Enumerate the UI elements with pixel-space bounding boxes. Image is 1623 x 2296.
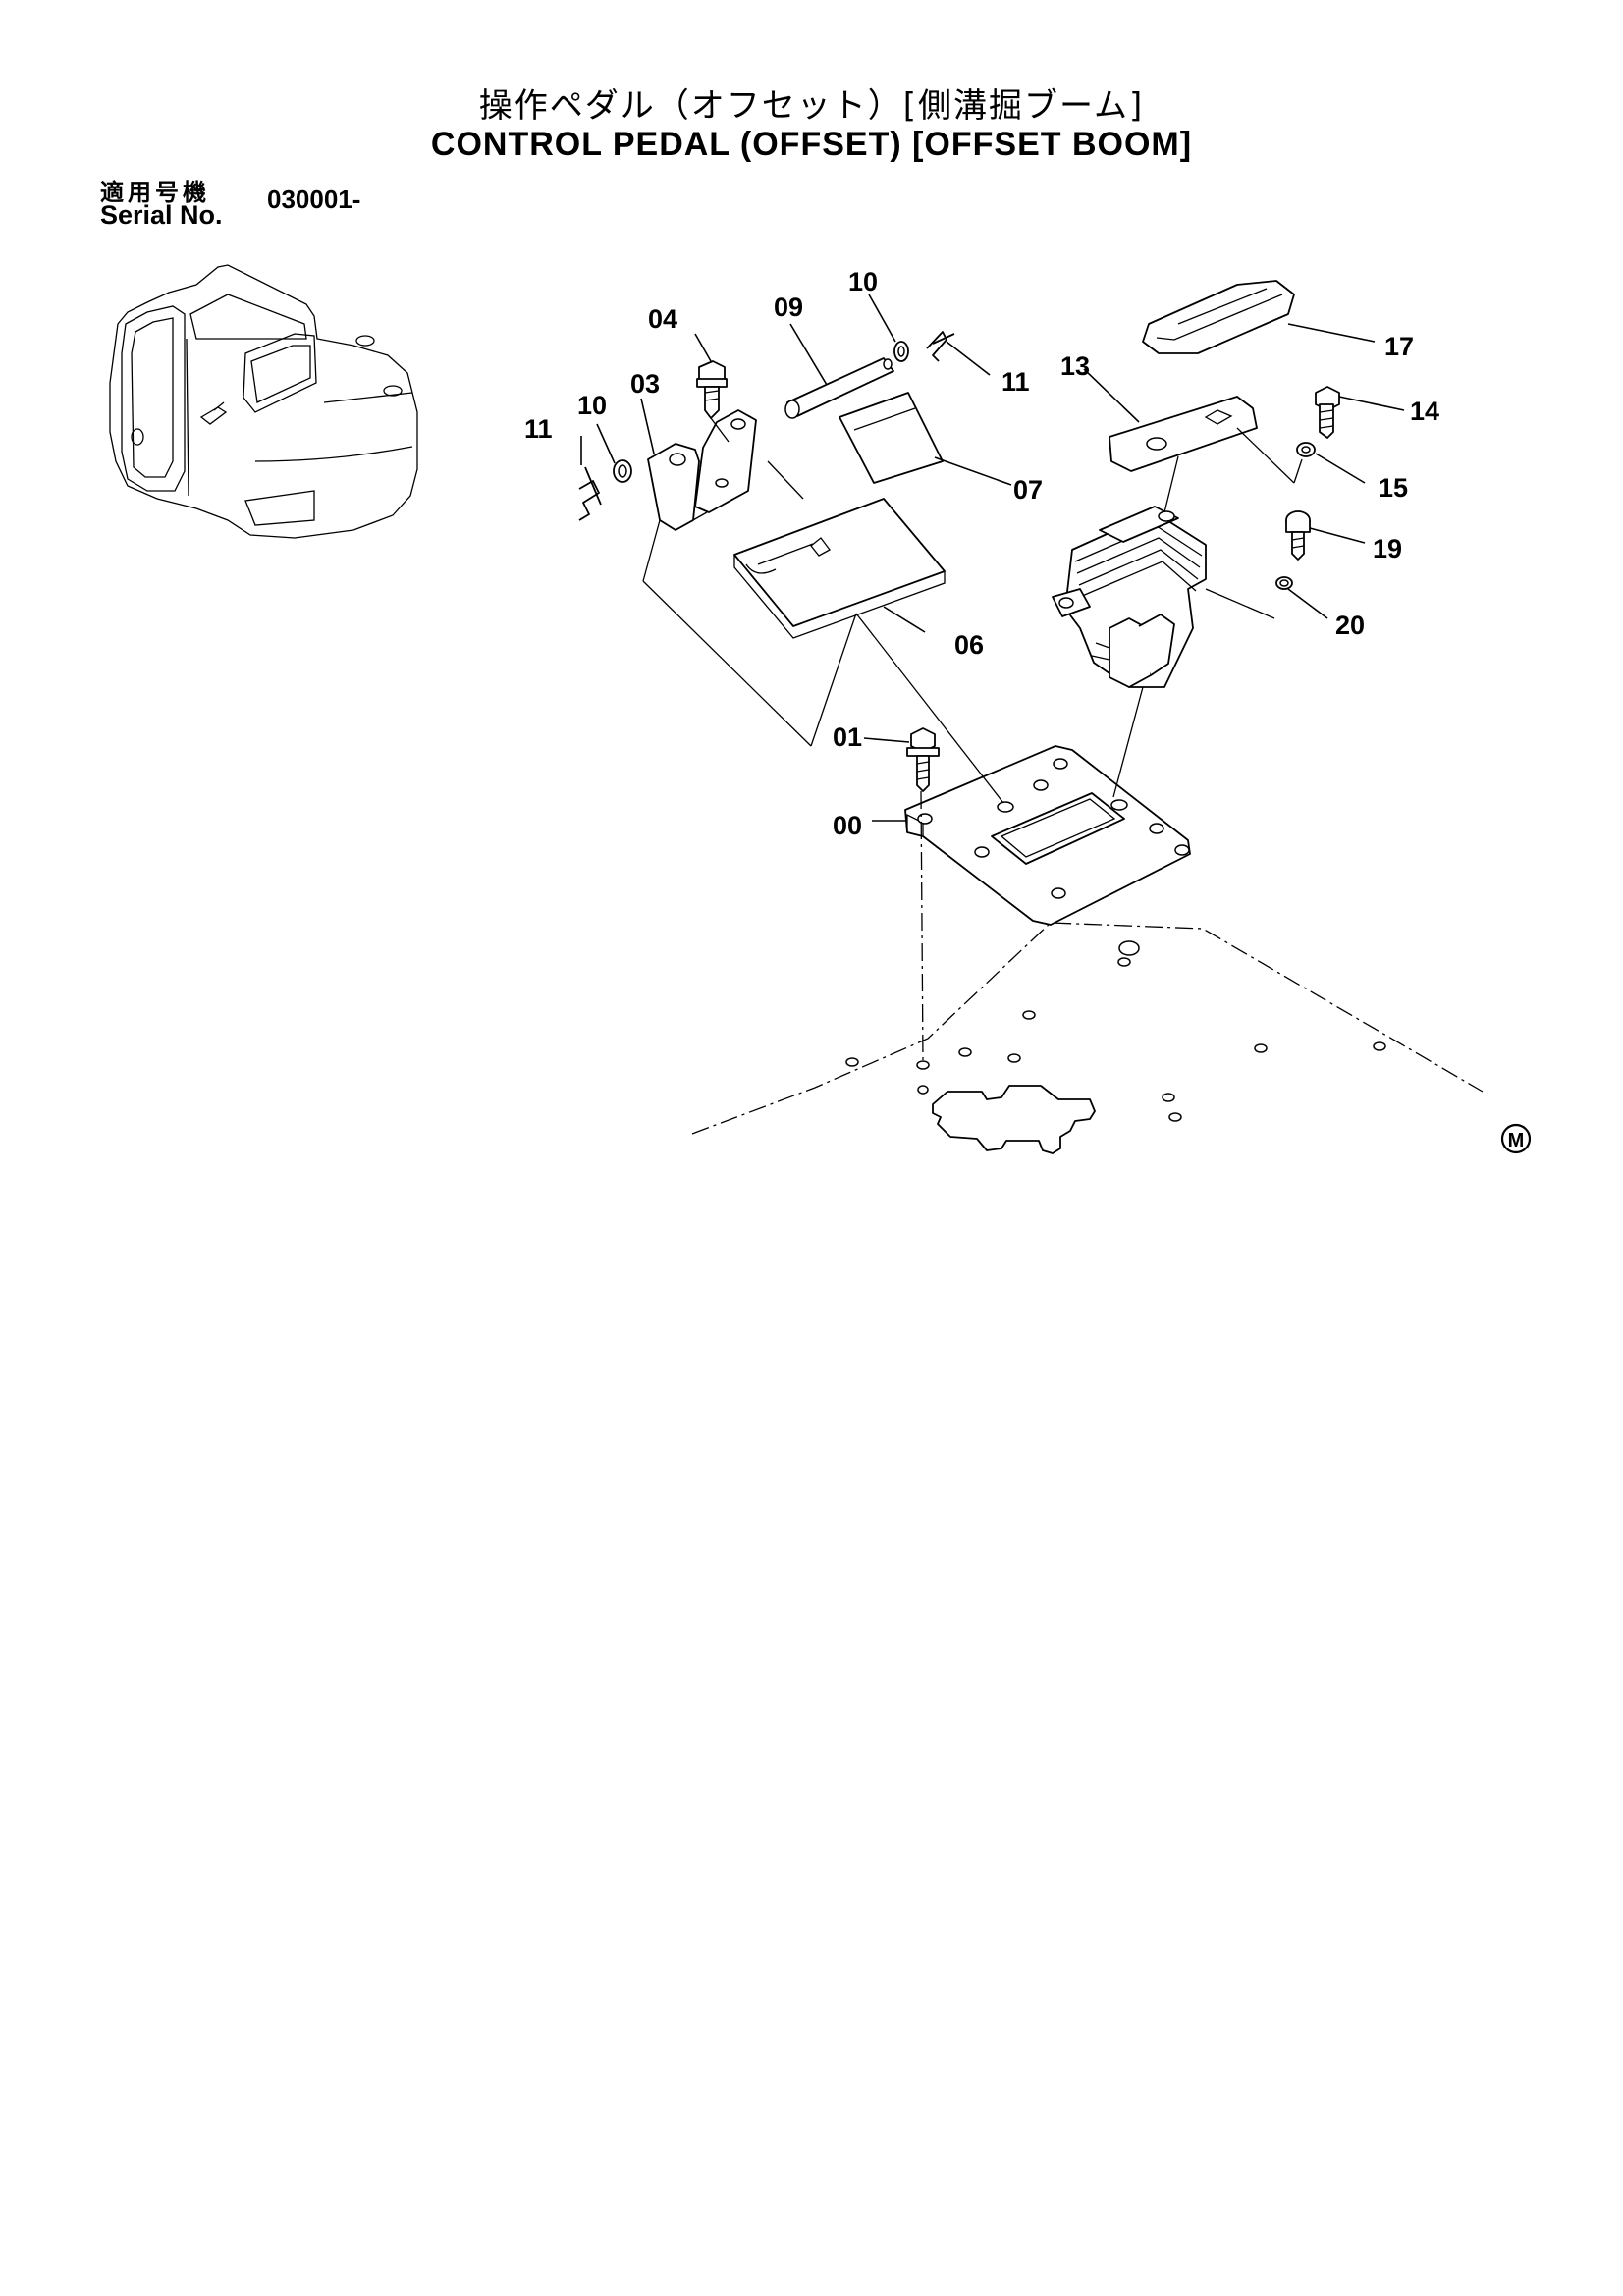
callout-10-left: 10 (577, 391, 607, 420)
callout-10-top: 10 (848, 267, 878, 296)
bolt-part-19 (1285, 510, 1311, 561)
callout-11-right: 11 (1001, 367, 1030, 397)
bolt-part-04 (696, 360, 728, 419)
washer-part-20-hole (1279, 579, 1289, 587)
callout-04: 04 (648, 304, 677, 334)
callout-03: 03 (630, 369, 660, 399)
callout-06: 06 (954, 630, 984, 660)
base-plate-part-00 (904, 745, 1191, 926)
callout-07: 07 (1013, 475, 1043, 505)
circled-m-mark: M (1500, 1123, 1532, 1154)
bolt-part-14 (1315, 386, 1340, 439)
leader-lines (580, 294, 1405, 1061)
callout-14: 14 (1410, 397, 1439, 426)
serial-number-value: 030001- (267, 185, 361, 214)
excavator-thumbnail (109, 264, 418, 539)
bolt-part-01 (906, 727, 940, 792)
circled-m-label: M (1508, 1130, 1525, 1151)
callout-17: 17 (1384, 332, 1414, 361)
callout-09: 09 (774, 293, 803, 322)
snap-pin-part-11-left (578, 466, 602, 521)
callout-11-left: 11 (524, 414, 553, 444)
callout-00: 00 (833, 811, 862, 840)
bracket-part-03 (647, 409, 757, 531)
pin-part-09 (784, 357, 894, 419)
callout-19: 19 (1373, 534, 1402, 563)
floor-plate-outline (691, 922, 1484, 1154)
callout-20: 20 (1335, 611, 1365, 640)
plate-part-13 (1109, 396, 1258, 472)
washer-part-10-top-hole (897, 346, 905, 357)
title-japanese: 操作ペダル（オフセット）[側溝掘ブーム] (478, 86, 1145, 126)
serial-label-english: Serial No. (100, 200, 223, 230)
washer-part-10-left-hole (618, 464, 627, 478)
pedal-valve-body (1052, 506, 1207, 688)
serial-label-japanese: 適用号機 (100, 179, 210, 206)
snap-pin-part-11-right (926, 331, 955, 362)
cover-part-17 (1142, 280, 1295, 354)
callout-15: 15 (1379, 473, 1408, 503)
pad-part-07 (839, 392, 944, 484)
washer-part-15-hole (1301, 446, 1311, 454)
callout-13: 13 (1060, 351, 1090, 381)
title-english: CONTROL PEDAL (OFFSET) [OFFSET BOOM] (430, 126, 1193, 163)
pedal-part-06 (733, 498, 946, 639)
callout-01: 01 (833, 722, 862, 752)
